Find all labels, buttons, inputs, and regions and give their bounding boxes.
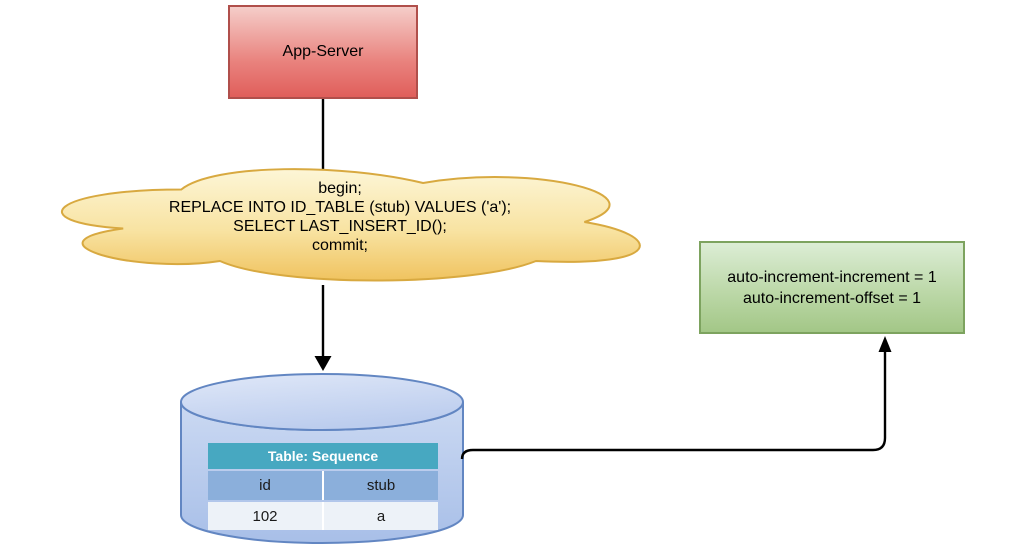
app-server-label: App-Server [282,43,364,60]
column-divider [322,502,324,530]
column-divider [322,471,324,500]
sequence-table-data-row: 102 a [208,502,438,530]
sql-line: SELECT LAST_INSERT_ID(); [233,218,447,235]
database-cylinder-top [180,373,464,431]
cell-stub-value: a [324,502,438,530]
cell-id-value: 102 [208,502,322,530]
config-line: auto-increment-offset = 1 [742,289,922,307]
sql-cloud-shape [60,168,641,282]
sequence-table-column-row: id stub [208,471,438,500]
cloud-to-db-arrowhead [314,356,332,371]
sql-line: REPLACE INTO ID_TABLE (stub) VALUES ('a'… [168,199,512,216]
sql-line: begin; [318,180,362,197]
sql-cloud-text: begin; REPLACE INTO ID_TABLE (stub) VALU… [60,179,620,255]
column-header-id: id [208,471,322,500]
db-to-config-arrowhead [878,336,892,352]
app-server-node: App-Server [228,5,418,99]
sql-line: commit; [312,237,368,254]
db-to-config-connector [460,351,887,460]
sequence-table-title: Table: Sequence [208,443,438,469]
sequence-table: Table: Sequence id stub 102 a [208,443,438,530]
config-line: auto-increment-increment = 1 [727,268,937,286]
column-header-stub: stub [324,471,438,500]
auto-increment-config-node: auto-increment-increment = 1 auto-increm… [699,241,965,334]
